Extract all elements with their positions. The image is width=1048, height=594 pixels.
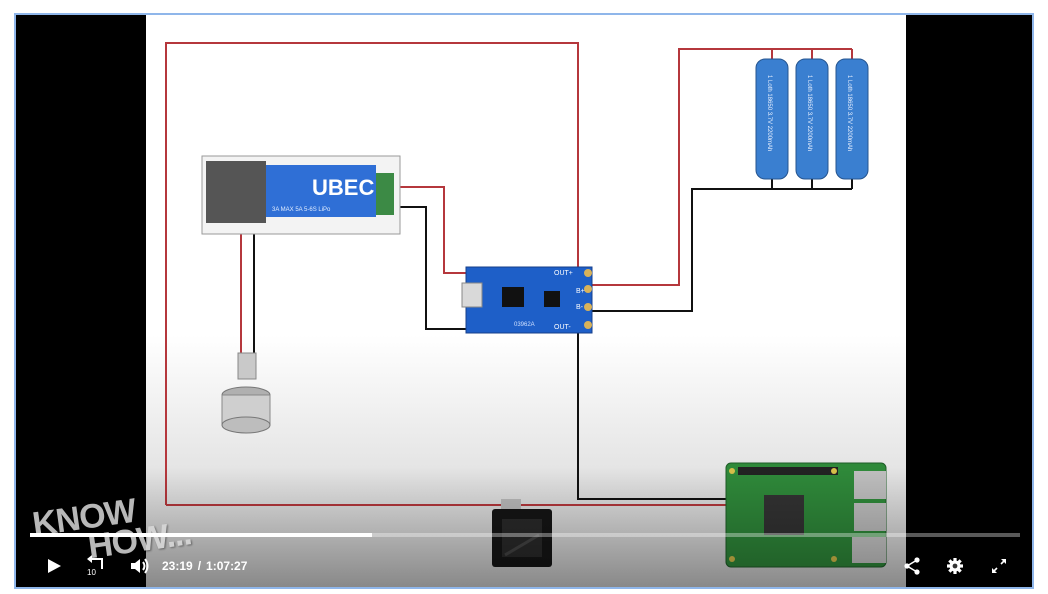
skip-back-button[interactable]: 10 bbox=[82, 551, 112, 581]
battery-label-1: 1 Loth 18650 3.7V 2200mAh bbox=[766, 75, 772, 151]
pin-out-minus: OUT- bbox=[554, 324, 571, 331]
dc-jack bbox=[221, 352, 271, 434]
gear-icon bbox=[947, 558, 963, 574]
controls-gradient bbox=[16, 467, 1032, 587]
battery-pack: 1 Loth 18650 3.7V 2200mAh 1 Loth 18650 3… bbox=[755, 58, 869, 180]
black-wires bbox=[253, 179, 853, 500]
time-display: 23:19 / 1:07:27 bbox=[162, 559, 247, 573]
ubec-title: UBEC bbox=[312, 175, 374, 200]
time-separator: / bbox=[197, 559, 202, 573]
rocker-switch bbox=[492, 499, 552, 567]
battery-label-3: 1 Loth 18650 3.7V 2200mAh bbox=[846, 75, 852, 151]
progress-bar[interactable] bbox=[30, 533, 1020, 537]
pin-b-plus: B+ bbox=[576, 288, 585, 295]
volume-button[interactable] bbox=[126, 551, 154, 581]
duration: 1:07:27 bbox=[206, 559, 248, 573]
raspberry-pi bbox=[725, 462, 887, 568]
progress-played bbox=[30, 533, 373, 537]
video-player[interactable]: UBEC 3A MAX 5A 5-6S LiPo bbox=[14, 13, 1034, 589]
pin-b-minus: B- bbox=[576, 304, 584, 311]
skip-back-seconds: 10 bbox=[87, 568, 96, 577]
share-icon bbox=[904, 557, 920, 575]
fullscreen-icon bbox=[992, 559, 1006, 573]
player-controls: 10 23:19 / 1:07:27 bbox=[16, 551, 1032, 581]
red-wires bbox=[165, 42, 853, 506]
ubec-spec: 3A MAX 5A 5-6S LiPo bbox=[272, 207, 331, 213]
battery-label-2: 1 Loth 18650 3.7V 2200mAh bbox=[806, 75, 812, 151]
settings-button[interactable] bbox=[942, 551, 968, 581]
charger-model: 03962A bbox=[514, 322, 535, 328]
volume-icon bbox=[131, 558, 149, 574]
video-area[interactable]: UBEC 3A MAX 5A 5-6S LiPo bbox=[16, 15, 1032, 587]
wiring-diagram: UBEC 3A MAX 5A 5-6S LiPo bbox=[165, 42, 887, 568]
play-icon bbox=[48, 559, 61, 573]
pin-out-plus: OUT+ bbox=[554, 270, 573, 277]
ubec-module: UBEC 3A MAX 5A 5-6S LiPo bbox=[201, 155, 401, 235]
skip-back-10-icon: 10 bbox=[87, 555, 103, 577]
current-time: 23:19 bbox=[162, 559, 193, 573]
share-button[interactable] bbox=[900, 551, 924, 581]
fullscreen-button[interactable] bbox=[986, 551, 1012, 581]
charger-board: OUT+ B+ B- OUT- 03962A bbox=[461, 266, 593, 334]
play-button[interactable] bbox=[40, 551, 68, 581]
